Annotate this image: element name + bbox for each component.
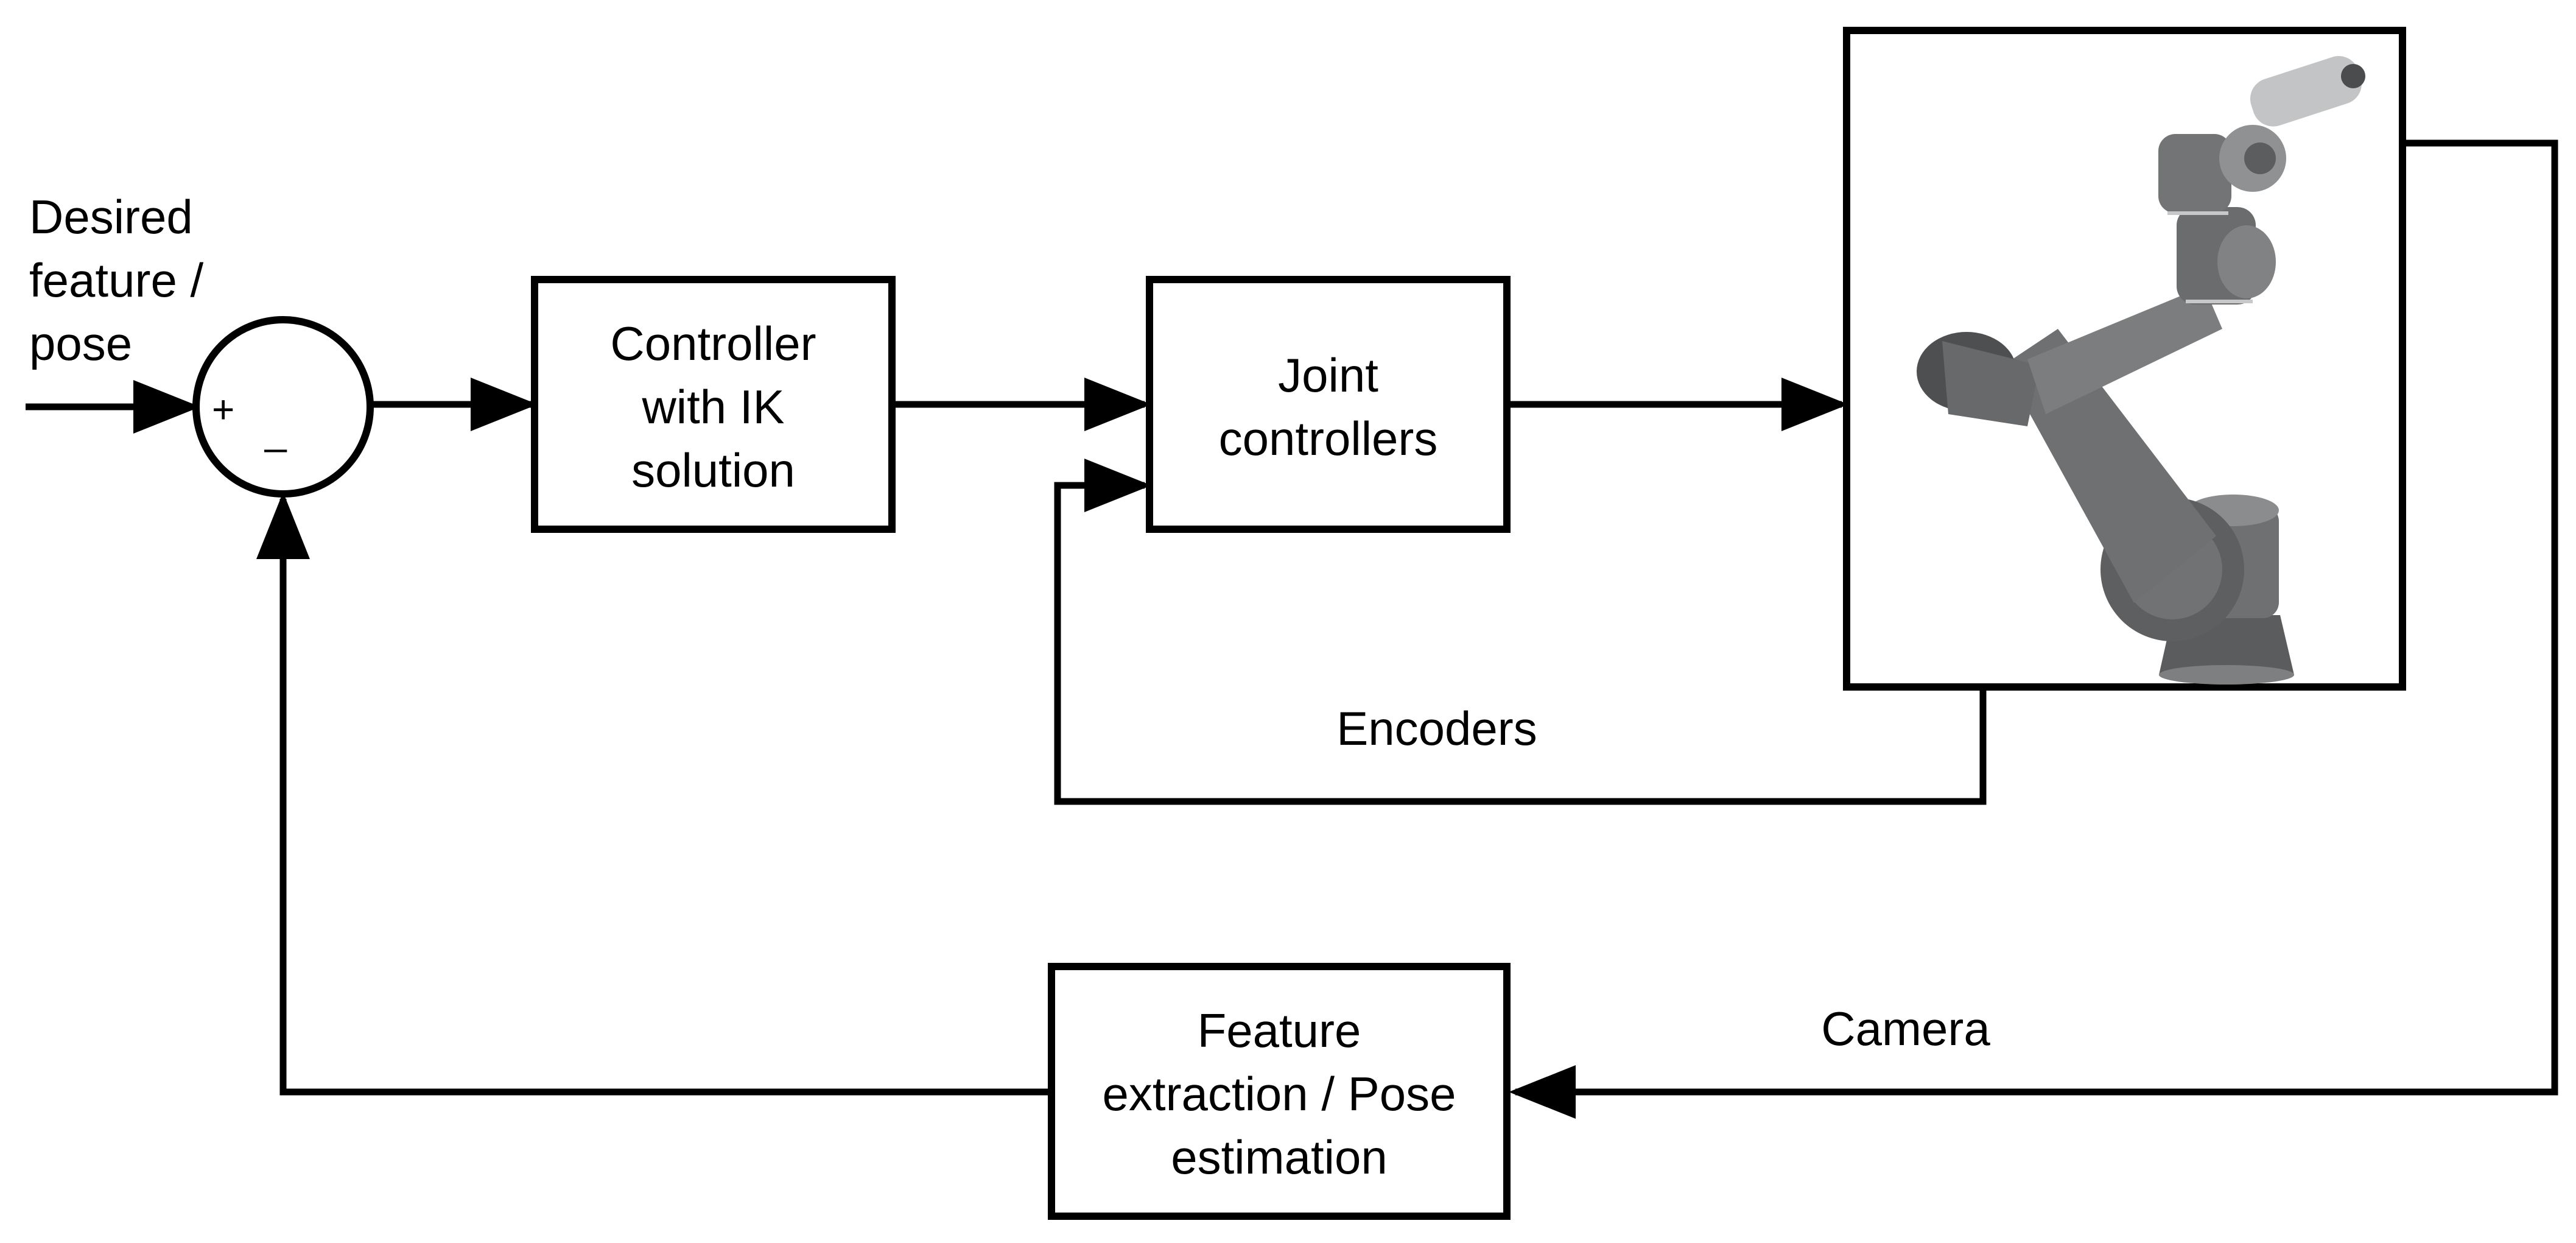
feature-extraction-block	[1048, 963, 1511, 1220]
input-label: Desired feature / pose	[29, 190, 204, 370]
controller-label: Controller with IK solution	[610, 317, 816, 497]
encoder-feedback-path	[1054, 459, 1987, 805]
summing-plus-sign: +	[212, 387, 235, 431]
feature-extraction-label: Feature extraction / Pose estimation	[1102, 1004, 1456, 1184]
summing-minus-sign: _	[265, 409, 287, 453]
camera-label: Camera	[1821, 1002, 1990, 1055]
pose-feedback-path	[256, 492, 1051, 1096]
joint-controllers-label: Joint controllers	[1218, 348, 1438, 465]
robot-arm-icon	[1917, 56, 2365, 685]
encoders-label: Encoders	[1336, 702, 1537, 755]
controller-block	[531, 276, 896, 533]
camera-feedback-path	[1509, 139, 2558, 1119]
